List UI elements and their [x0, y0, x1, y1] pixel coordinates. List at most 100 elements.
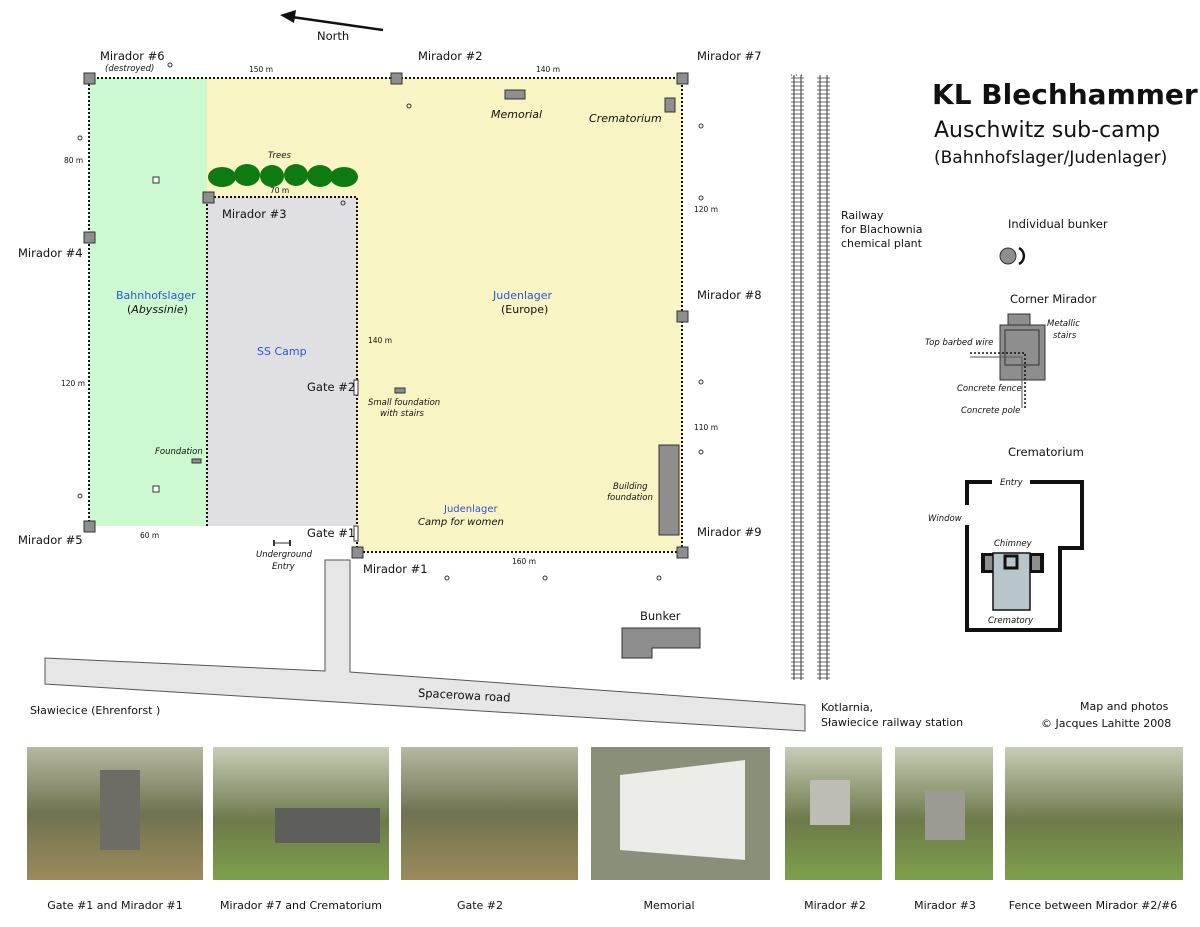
photo-detail	[810, 780, 850, 825]
foundation-label: Foundation	[155, 447, 203, 457]
spacerowa-road	[44, 559, 806, 732]
building-foundation-marker	[658, 444, 680, 536]
mirador-8-marker	[676, 310, 689, 323]
distance-top-left: 150 m	[249, 65, 273, 74]
zone-label-ss-camp: SS Camp	[257, 345, 307, 358]
photo-caption: Mirador #7 and Crematorium	[220, 899, 382, 912]
railway-label-2: for Blachownia	[841, 223, 922, 236]
photo-fence[interactable]	[1005, 747, 1183, 880]
underground-entry-label: Underground	[256, 550, 313, 560]
photo-detail	[925, 790, 965, 840]
credits-line-2: © Jacques Lahitte 2008	[1041, 717, 1171, 730]
distance-left-top: 80 m	[64, 156, 83, 165]
zone-label-europe: (Europe)	[501, 303, 548, 316]
foundation-marker	[191, 458, 202, 464]
gate-2-label: Gate #2	[307, 380, 355, 394]
distance-left-bottom: 120 m	[61, 379, 85, 388]
trees-label: Trees	[268, 151, 291, 161]
mirador-4-label: Mirador #4	[18, 246, 83, 260]
small-foundation-label: Small foundation	[368, 398, 440, 408]
building-foundation-label: Building	[613, 482, 648, 492]
mirador-1-marker	[351, 546, 364, 559]
mirador-2-label: Mirador #2	[418, 49, 483, 63]
small-foundation-label-2: with stairs	[380, 409, 425, 419]
map-subtitle: Auschwitz sub-camp	[934, 118, 1160, 143]
legend-stairs: stairs	[1053, 331, 1077, 341]
photo-caption: Gate #1 and Mirador #1	[47, 899, 183, 912]
mirador-5-marker	[83, 520, 96, 533]
photo-detail	[620, 760, 745, 860]
north-arrow: North	[280, 10, 384, 43]
legend-chimney: Chimney	[994, 539, 1033, 549]
mirador-1-label: Mirador #1	[363, 562, 428, 576]
legend-crematorium-title: Crematorium	[1008, 445, 1084, 459]
distance-right-top: 120 m	[694, 205, 718, 214]
distance-top-right: 140 m	[536, 65, 560, 74]
kotlarnia-label: Kotlarnia,	[821, 701, 873, 714]
north-label: North	[317, 29, 349, 43]
corner-mirador-diagram	[970, 313, 1046, 410]
photo-caption: Fence between Mirador #2/#6	[1009, 899, 1178, 912]
small-foundation-marker	[394, 387, 406, 394]
mirador-2-marker	[390, 72, 403, 85]
railway-label: Railway	[841, 209, 884, 222]
individual-bunker-icon	[999, 247, 1017, 265]
zone-label-bahnhofslager: Bahnhofslager	[116, 289, 196, 302]
gate-2-marker	[353, 379, 359, 396]
mirador-3-marker	[202, 191, 215, 204]
building-foundation-label-2: foundation	[607, 493, 653, 503]
map-title: KL Blechhammer	[932, 78, 1198, 111]
credits-line-1: Map and photos	[1080, 700, 1169, 713]
mirador-3-label: Mirador #3	[222, 207, 287, 221]
photo-caption: Mirador #2	[804, 899, 866, 912]
zone-label-abyssinie: (Abyssinie)	[127, 303, 188, 316]
crematorium-marker	[664, 97, 676, 113]
mirador-5-label: Mirador #5	[18, 533, 83, 547]
photo-caption: Gate #2	[457, 899, 503, 912]
mirador-6-marker	[83, 72, 96, 85]
legend-mirador-title: Corner Mirador	[1010, 292, 1097, 306]
legend-barbed-wire: Top barbed wire	[925, 338, 993, 348]
mirador-6-note: (destroyed)	[105, 64, 154, 74]
photo-gate2[interactable]	[401, 747, 578, 880]
zone-label-camp-women: Camp for women	[418, 517, 504, 528]
photo-caption: Mirador #3	[914, 899, 976, 912]
zone-bahnhofslager	[89, 78, 207, 526]
memorial-marker	[504, 89, 526, 100]
distance-trees: 70 m	[270, 186, 289, 195]
zone-ss-camp	[207, 197, 357, 526]
underground-entry-label-2: Entry	[272, 562, 296, 572]
trees	[208, 164, 358, 187]
crematorium-label: Crematorium	[589, 112, 662, 125]
mirador-7-label: Mirador #7	[697, 49, 762, 63]
bunker-symbols	[77, 62, 704, 581]
legend-entry: Entry	[1000, 478, 1024, 488]
kotlarnia-label-2: Sławiecice railway station	[821, 716, 963, 729]
distance-right-bottom: 110 m	[694, 423, 718, 432]
legend-metallic: Metallic	[1047, 319, 1080, 329]
photo-detail	[275, 808, 380, 843]
road-label: Spacerowa road	[418, 686, 511, 705]
bunker-entry-icon	[1018, 246, 1026, 266]
legend-concrete-fence: Concrete fence	[957, 384, 1022, 394]
railway-ties	[791, 77, 830, 679]
legend-window: Window	[928, 514, 962, 524]
underground-entry-marker	[273, 540, 291, 546]
photo-strip	[27, 747, 1183, 880]
zone-judenlager	[207, 78, 682, 552]
map-subtitle-2: (Bahnhofslager/Judenlager)	[934, 148, 1167, 168]
slawiecice-label: Sławiecice (Ehrenforst )	[30, 704, 160, 717]
distance-bottom-left: 60 m	[140, 531, 159, 540]
gate-1-marker	[353, 525, 359, 542]
mirador-4-marker	[83, 231, 96, 244]
mirador-6-label: Mirador #6	[100, 49, 165, 63]
roads	[44, 559, 806, 732]
zone-label-judenlager-women: Judenlager	[443, 504, 499, 515]
small-square	[152, 485, 160, 493]
distance-bottom-right: 160 m	[512, 557, 536, 566]
mirador-markers	[83, 72, 689, 559]
zone-label-judenlager: Judenlager	[492, 289, 552, 302]
photo-detail	[100, 770, 140, 850]
distance-ss-east: 140 m	[368, 336, 392, 345]
